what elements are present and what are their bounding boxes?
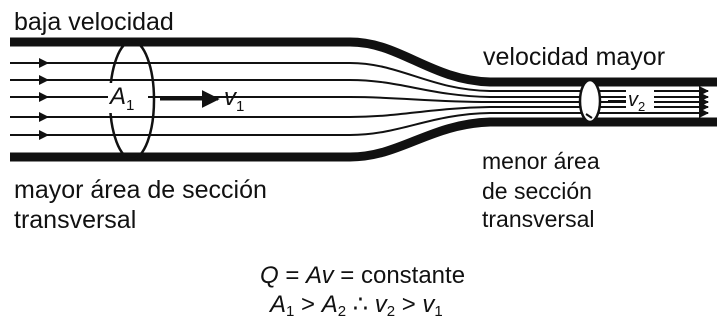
streamline-1 <box>10 62 709 96</box>
symbol-v2: v2 <box>628 90 645 113</box>
formula-a2: A <box>321 291 338 318</box>
inlet-arrows <box>12 58 49 140</box>
a2-mark <box>585 113 593 119</box>
formula-inequality: A1 > A2 ∴ v2 > v1 <box>270 291 443 320</box>
symbol-v1: v1 <box>224 86 244 114</box>
label-smaller-area-line2: de sección <box>482 178 592 204</box>
formula-v1: v <box>422 291 435 318</box>
formula-q: Q <box>260 262 279 289</box>
symbol-v2-letter: v <box>628 89 638 111</box>
label-smaller-area-line3: transversal <box>482 206 595 232</box>
symbol-a1: A1 <box>110 85 134 113</box>
formula-a: A <box>306 262 322 289</box>
formula-constant: constante <box>360 262 466 289</box>
streamlines <box>10 62 709 136</box>
symbol-a1-sub: 1 <box>126 96 135 114</box>
formula-v2: v <box>374 291 387 318</box>
cross-section-a2-ellipse <box>578 78 602 124</box>
label-low-velocity: baja velocidad <box>14 8 174 36</box>
formula-flow-rate: Q = Av = constante <box>260 264 465 288</box>
symbol-v1-sub: 1 <box>236 97 245 115</box>
streamline-5 <box>10 108 709 136</box>
pipe-top-wall <box>10 37 717 87</box>
v2-label-backdrop <box>626 88 654 112</box>
symbol-v2-sub: 2 <box>638 99 646 114</box>
streamline-2 <box>10 79 709 102</box>
formula-v: v <box>321 262 334 289</box>
formula-gt1: > <box>294 291 322 318</box>
formula-a1: A <box>270 291 287 318</box>
label-smaller-area-line1: menor área <box>482 148 600 174</box>
pipe-bottom-wall <box>10 117 717 162</box>
formula-eq2: = <box>333 262 361 289</box>
symbol-a1-letter: A <box>110 83 127 110</box>
streamline-4 <box>10 102 709 118</box>
formula-therefore: ∴ <box>346 291 375 318</box>
formula-v1-sub: 1 <box>434 303 443 320</box>
label-larger-area-line1: mayor área de sección <box>14 176 267 204</box>
formula-a1-sub: 1 <box>286 303 295 320</box>
formula-gt2: > <box>395 291 423 318</box>
a1-label-backdrop <box>108 83 148 113</box>
label-higher-velocity: velocidad mayor <box>483 43 666 71</box>
formula-eq1: = <box>278 262 307 289</box>
formula-v2-sub: 2 <box>386 303 396 320</box>
formula-a2-sub: 2 <box>337 303 347 320</box>
symbol-v1-letter: v <box>224 84 236 111</box>
streamline-3 <box>10 96 709 107</box>
label-larger-area-line2: transversal <box>14 206 137 234</box>
